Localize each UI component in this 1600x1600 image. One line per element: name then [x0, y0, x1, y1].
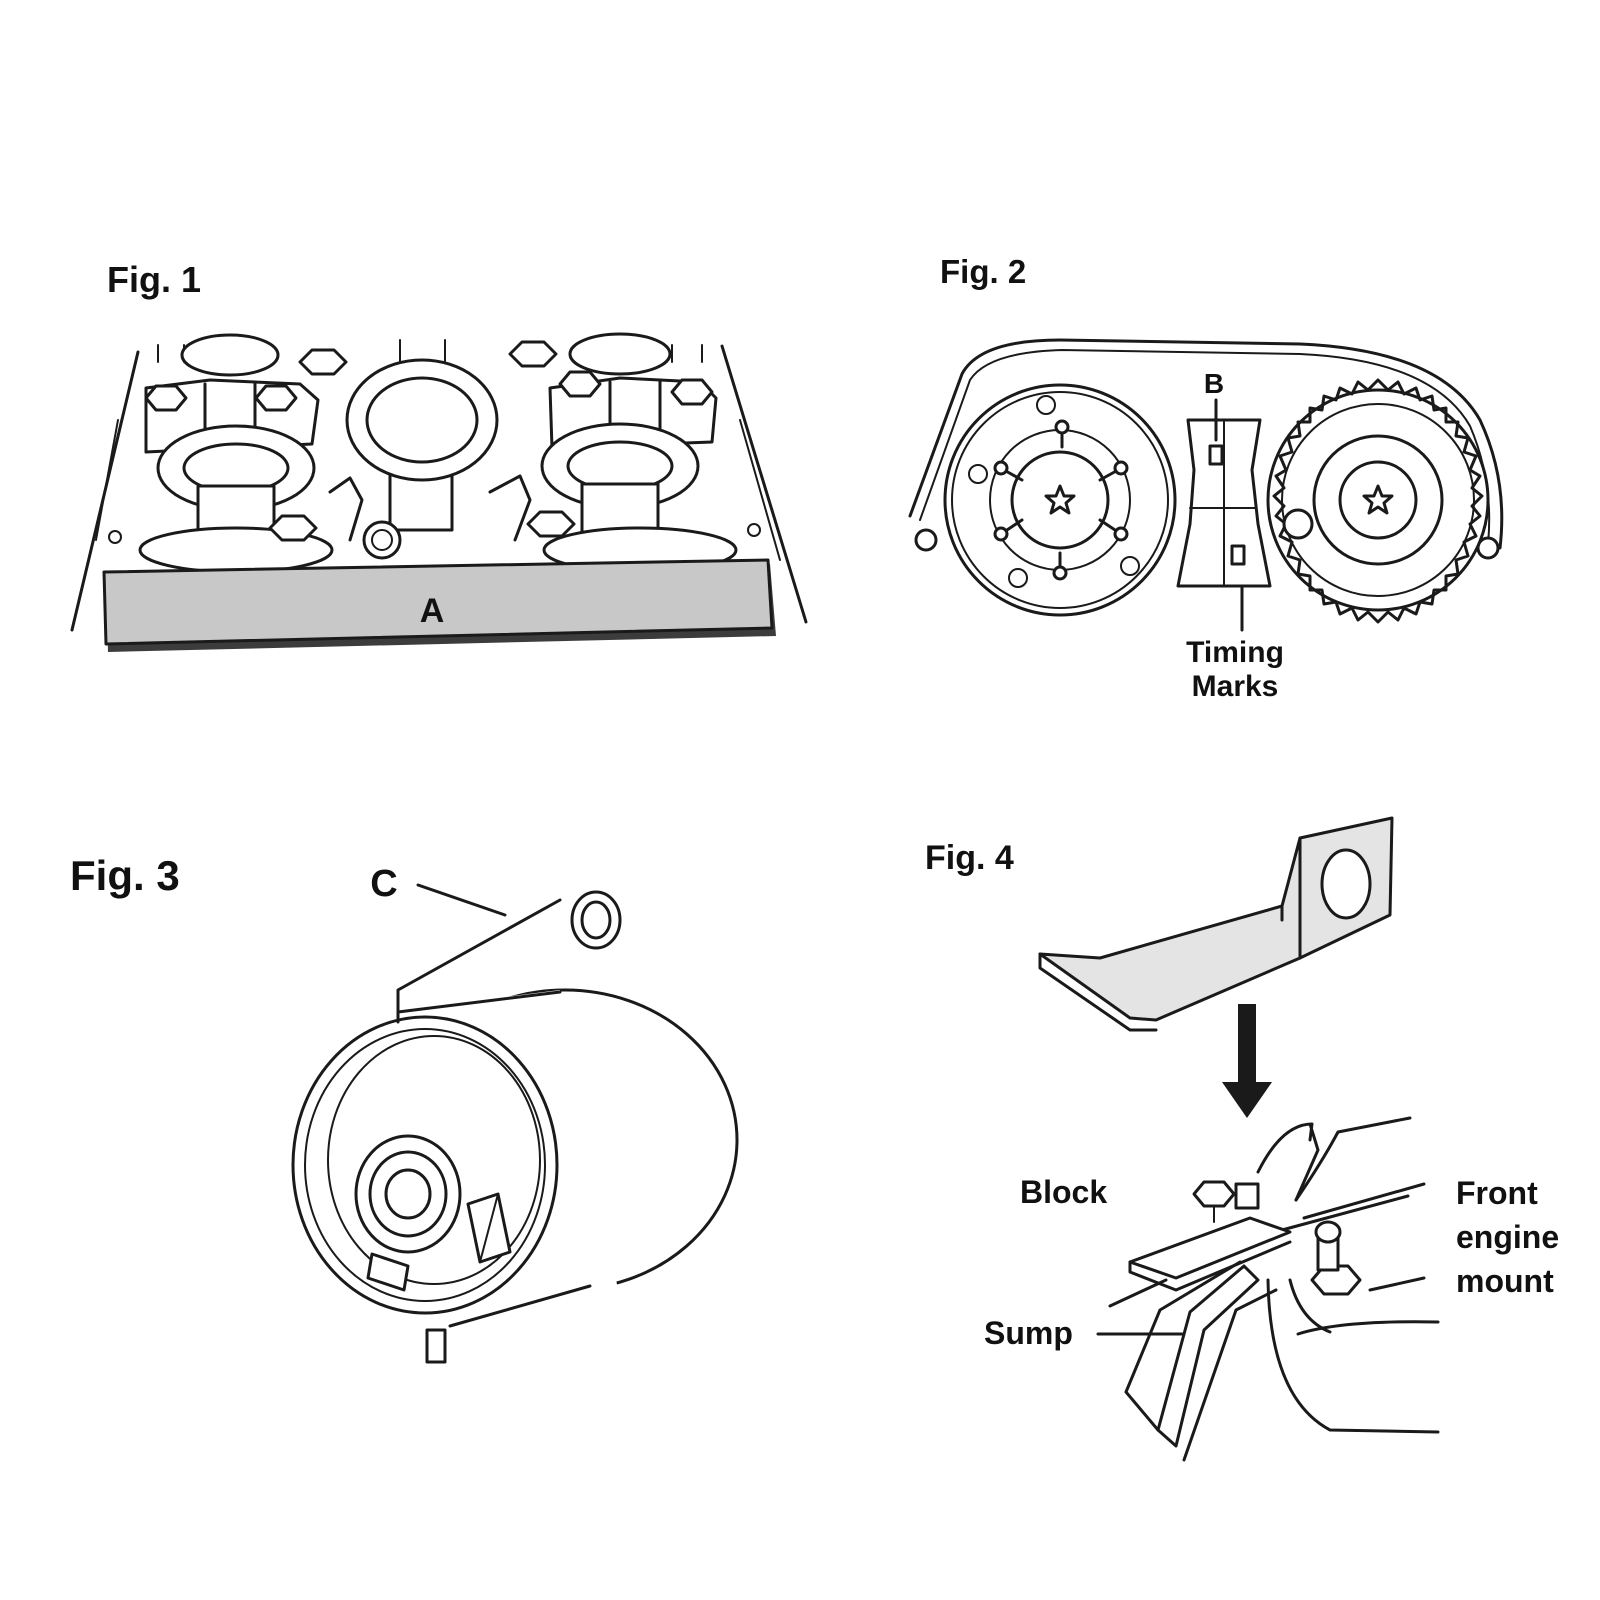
callout-mount: mount	[1456, 1263, 1554, 1299]
callout-front: Front	[1456, 1175, 1538, 1211]
figure-2: Fig. 2	[908, 253, 1504, 703]
figure-2-title: Fig. 2	[940, 253, 1026, 290]
hex-bolt-icon	[144, 340, 714, 542]
callout-a: A	[420, 592, 445, 630]
engine-block-drawing	[1124, 1116, 1440, 1462]
tensioner-drawing: C	[291, 863, 739, 1364]
callout-block: Block	[1020, 1174, 1107, 1210]
figure-1-title: Fig. 1	[107, 259, 201, 300]
figure-1: Fig. 1	[70, 259, 808, 652]
figure-3: Fig. 3	[70, 852, 739, 1364]
camshaft-alignment-plate-a: A	[102, 558, 776, 652]
timing-gear-drawing: B Timing Marks	[908, 338, 1504, 703]
figure-3-title: Fig. 3	[70, 852, 180, 899]
callout-marks: Marks	[1192, 670, 1279, 703]
callout-timing: Timing	[1186, 636, 1284, 669]
callout-engine: engine	[1456, 1219, 1559, 1255]
hex-bolt-icon	[1192, 1180, 1362, 1296]
figure-4: Fig. 4	[925, 816, 1559, 1462]
callout-c: C	[370, 863, 397, 905]
wheel-spoke-icon	[993, 419, 1129, 581]
crankshaft-timing-tool	[1038, 816, 1394, 1118]
callout-b: B	[1204, 368, 1224, 399]
callout-sump: Sump	[984, 1315, 1073, 1351]
figure-4-title: Fig. 4	[925, 839, 1014, 877]
